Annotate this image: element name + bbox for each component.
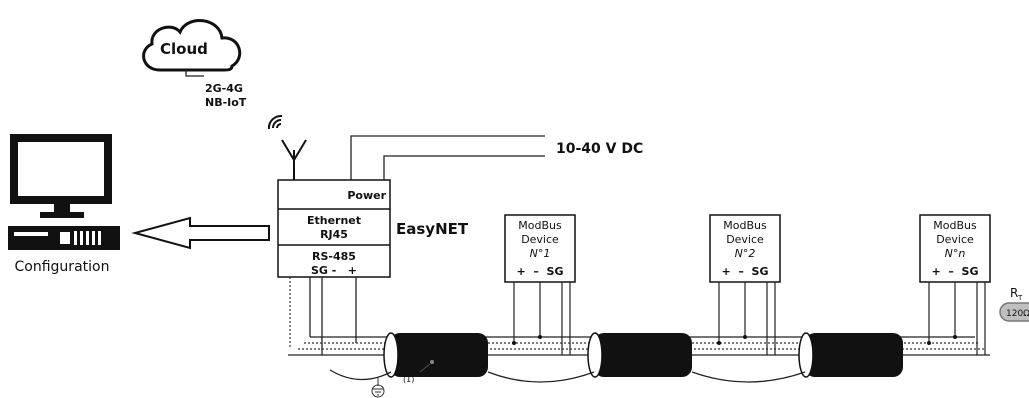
shield-link-1 bbox=[487, 371, 595, 383]
device-1-terminals: + – SG bbox=[517, 265, 564, 278]
shield-note: (1) bbox=[403, 375, 414, 384]
device-n-terminals: + – SG bbox=[932, 265, 979, 278]
gateway-rj45-label: RJ45 bbox=[320, 228, 348, 241]
device-n-line1: ModBus bbox=[933, 219, 977, 232]
shield-link-2 bbox=[691, 371, 806, 383]
gateway-terminals-label: SG - + bbox=[311, 264, 357, 277]
gateway-name: EasyNET bbox=[396, 220, 469, 238]
terminator-value: 120Ω bbox=[1006, 309, 1029, 319]
shield-link-ground bbox=[329, 369, 392, 381]
computer-icon bbox=[8, 134, 120, 250]
modbus-device-n bbox=[919, 214, 991, 355]
device-2-line3: N°2 bbox=[735, 247, 756, 260]
gateway-box bbox=[277, 179, 391, 278]
gateway-ethernet-label: Ethernet bbox=[307, 214, 361, 227]
gateway-rs485-label: RS-485 bbox=[312, 250, 356, 263]
shield-note-leader bbox=[419, 363, 431, 373]
antenna-icon bbox=[281, 139, 307, 180]
cloud-label: Cloud bbox=[160, 40, 208, 58]
cable-segment-3 bbox=[798, 332, 903, 378]
device-2-line2: Device bbox=[726, 233, 764, 246]
device-2-line1: ModBus bbox=[723, 219, 767, 232]
network-label-2: NB-IoT bbox=[205, 96, 247, 109]
power-wire-2 bbox=[383, 155, 545, 180]
device-2-terminals: + – SG bbox=[722, 265, 769, 278]
terminator-resistor bbox=[999, 302, 1029, 322]
modbus-device-2 bbox=[709, 214, 781, 355]
power-wire-1 bbox=[350, 135, 545, 180]
cloud-icon bbox=[142, 19, 242, 72]
ground-icon bbox=[371, 378, 385, 398]
arrow-left-icon bbox=[131, 216, 270, 250]
device-n-line2: Device bbox=[936, 233, 974, 246]
cable-segment-1 bbox=[383, 332, 488, 378]
cable-marker bbox=[430, 360, 434, 364]
terminator-subscript: T bbox=[1017, 294, 1023, 302]
network-label-1: 2G-4G bbox=[205, 82, 243, 95]
modbus-device-1 bbox=[504, 214, 576, 355]
terminator-label: R bbox=[1010, 286, 1018, 300]
wireless-signal-icon bbox=[267, 114, 283, 130]
device-n-line3: N°n bbox=[945, 247, 966, 260]
device-1-line1: ModBus bbox=[518, 219, 562, 232]
power-supply-label: 10-40 V DC bbox=[556, 141, 643, 157]
device-1-line3: N°1 bbox=[530, 247, 551, 260]
computer-label: Configuration bbox=[15, 259, 110, 275]
gateway-power-label: Power bbox=[347, 189, 386, 202]
cloud-link-line bbox=[185, 70, 204, 77]
device-1-line2: Device bbox=[521, 233, 559, 246]
cable-segment-2 bbox=[587, 332, 692, 378]
